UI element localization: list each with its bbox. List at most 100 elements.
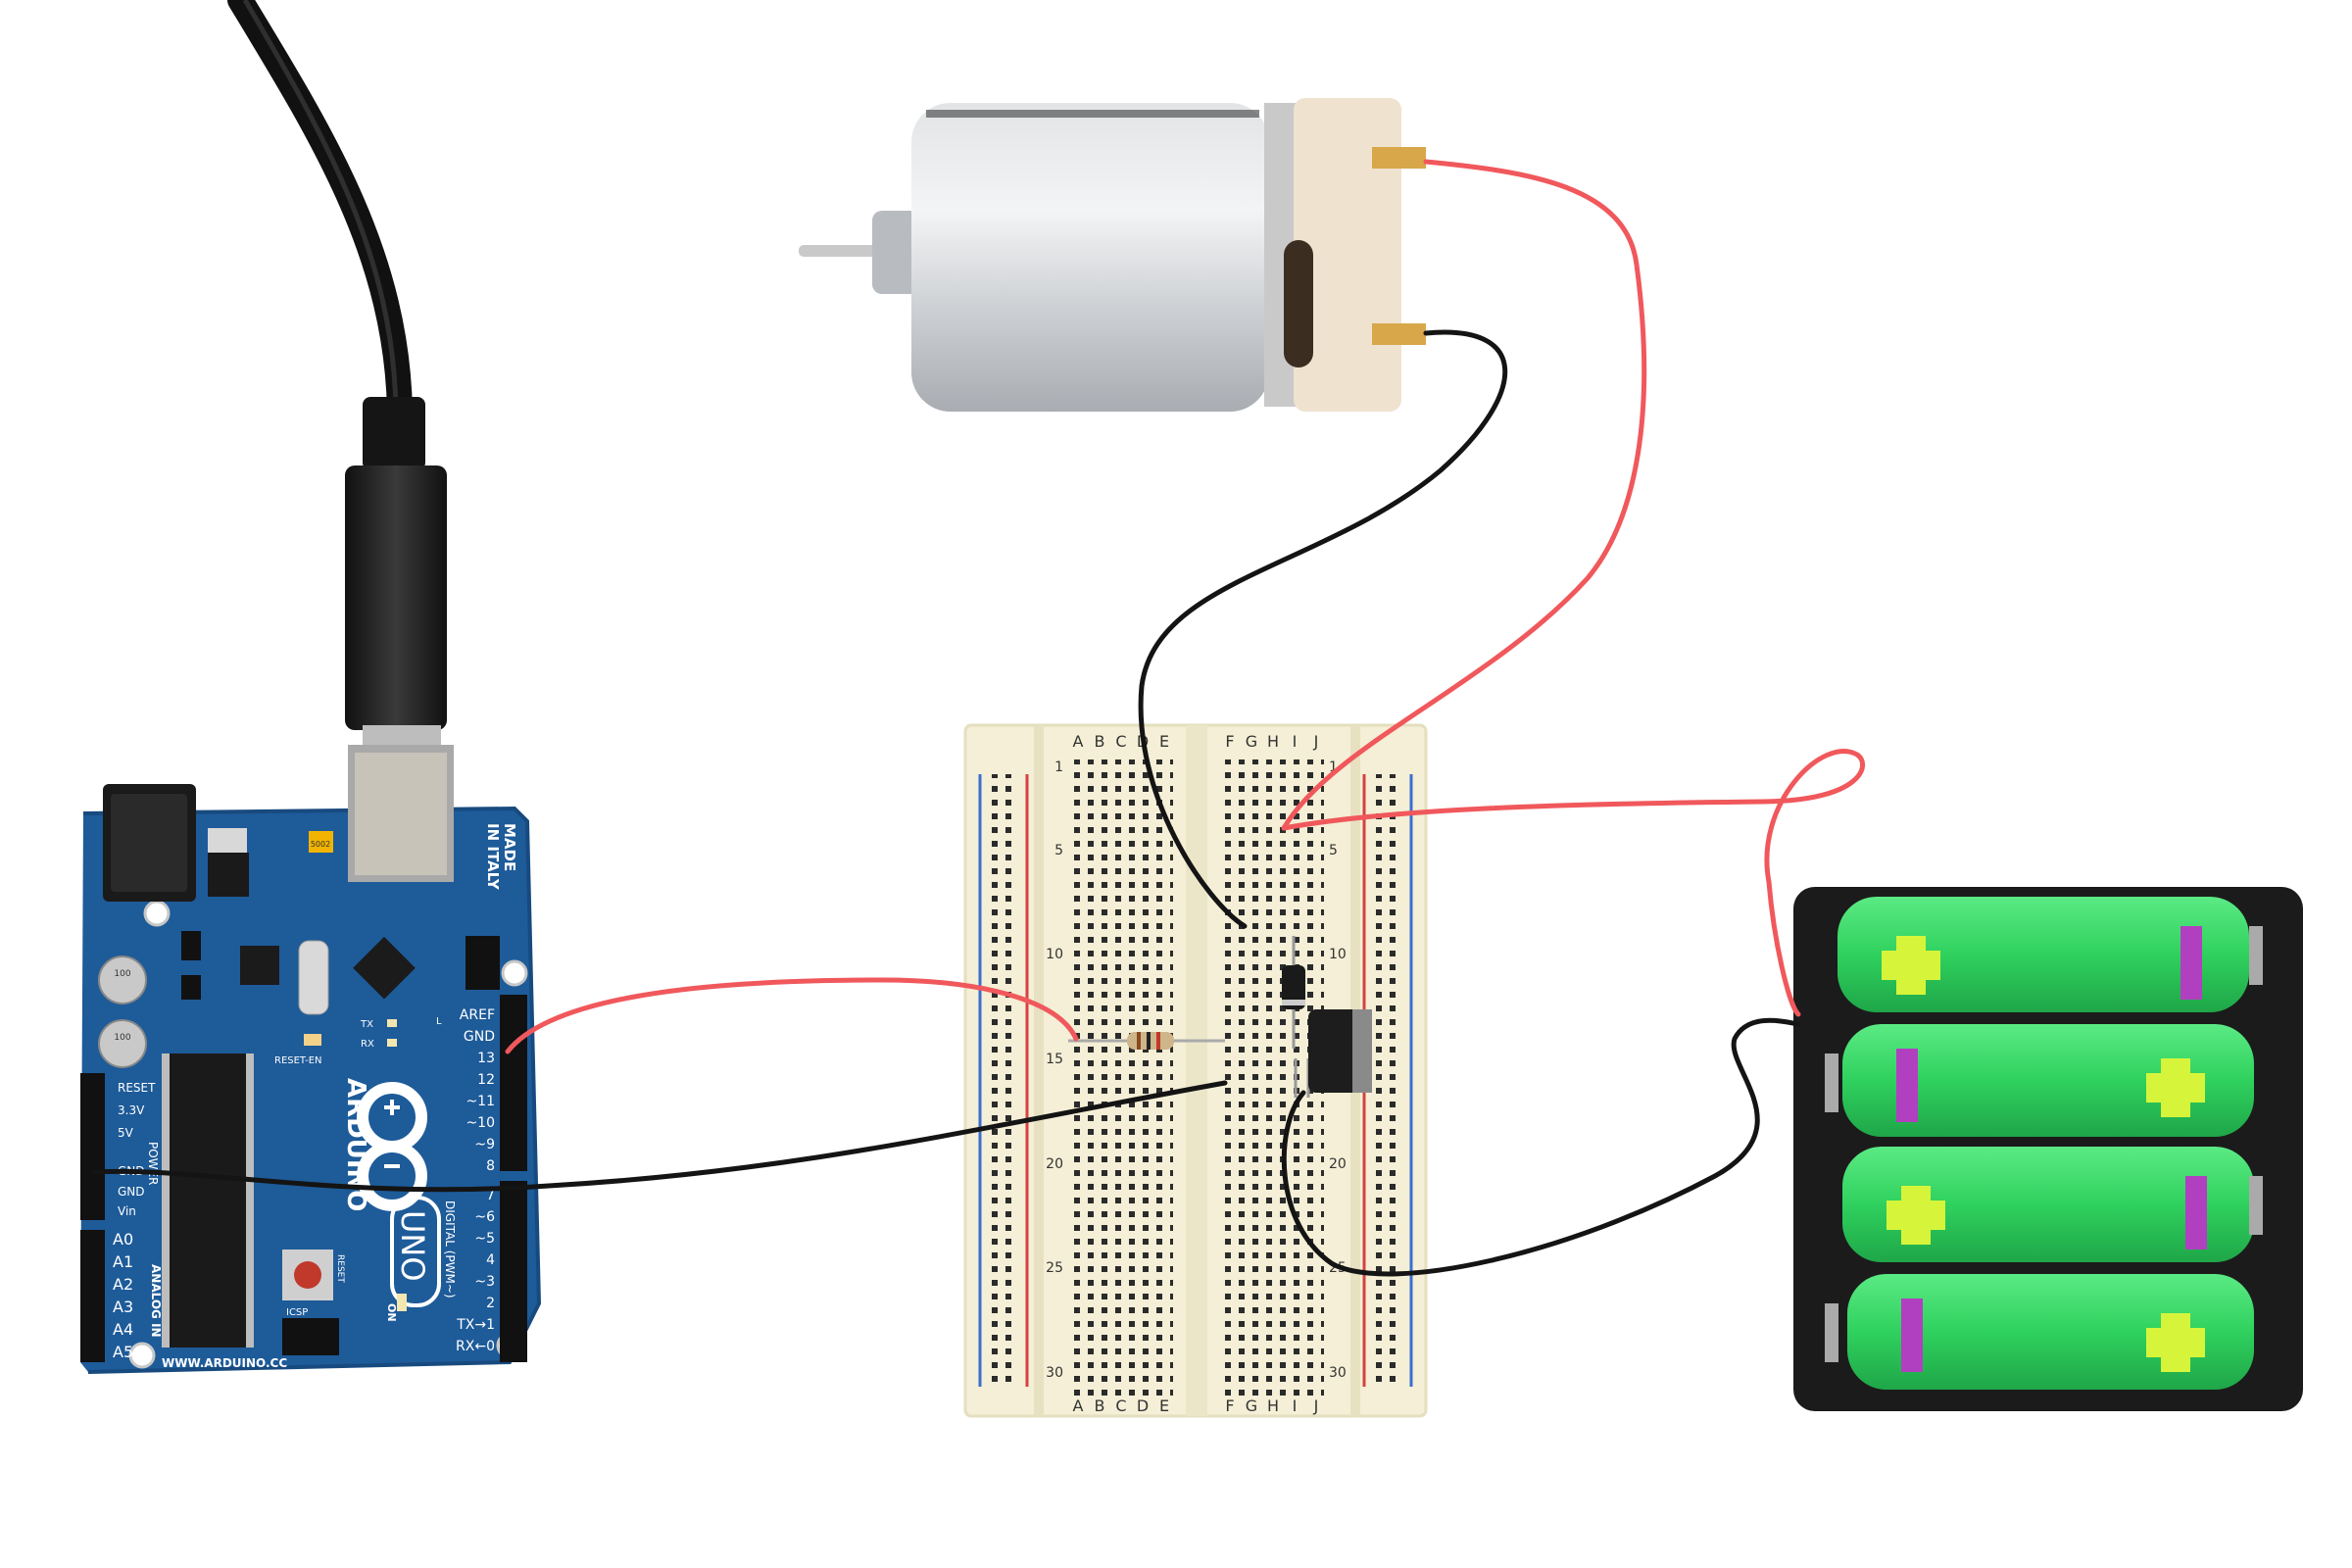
svg-text:H: H [1267,1396,1279,1415]
svg-text:~6: ~6 [474,1209,495,1225]
svg-text:A4: A4 [113,1320,133,1339]
svg-text:25: 25 [1046,1260,1063,1276]
svg-text:G: G [1246,1396,1257,1415]
regulator [208,853,249,897]
svg-text:C: C [1115,732,1126,751]
svg-text:A2: A2 [113,1275,133,1294]
digital-header-high [500,995,527,1171]
svg-text:RESET: RESET [118,1081,156,1095]
svg-text:10: 10 [1329,947,1347,962]
svg-text:7: 7 [486,1188,495,1203]
svg-text:RX←0: RX←0 [456,1339,495,1354]
icsp-header [282,1318,339,1355]
mount-hole [501,959,528,987]
svg-text:~3: ~3 [474,1274,495,1290]
made-in-label-2: IN ITALY [484,823,502,891]
svg-text:100: 100 [114,1033,130,1043]
atmega328-chip [162,1054,254,1348]
rx-led [387,1039,397,1047]
svg-text:30: 30 [1329,1365,1347,1381]
svg-text:20: 20 [1329,1156,1347,1172]
svg-text:J: J [1313,1396,1319,1415]
motor-vent [1284,240,1313,368]
wire-black-gnd [90,1080,1228,1193]
analog-section-label: ANALOG IN [149,1264,163,1338]
transistor [1294,1009,1372,1098]
svg-text:~5: ~5 [474,1231,495,1247]
svg-text:TX→1: TX→1 [456,1317,495,1333]
diode [1282,936,1305,1049]
svg-text:UNO: UNO [394,1210,431,1282]
svg-text:12: 12 [477,1072,495,1088]
resistor [1068,1032,1225,1050]
motor-terminal-top [1372,147,1426,169]
capacitor: 100 [98,1019,147,1068]
usb-strain-relief [363,397,425,470]
mount-hole [128,1342,156,1369]
on-led [397,1294,407,1311]
usb-b-port [348,745,454,882]
wires [90,159,1866,1277]
regulator-tab [208,828,247,853]
svg-text:B: B [1095,732,1105,751]
dc-power-jack [103,784,196,902]
svg-text:30: 30 [1046,1365,1063,1381]
svg-text:RESET: RESET [335,1254,345,1283]
svg-text:AREF: AREF [460,1007,495,1023]
battery-spring [1825,1303,1838,1362]
row-numbers-left: 1 5 10 15 20 25 30 [1046,760,1063,1381]
svg-text:G: G [1246,732,1257,751]
reset-en-jumper [304,1034,321,1046]
svg-text:I: I [1293,732,1298,751]
usb-chip [240,946,279,985]
icsp-header-top [466,936,500,990]
analog-header [80,1230,105,1362]
svg-text:4: 4 [486,1252,495,1268]
minus-icon [1896,1049,1918,1122]
battery-cell [1842,1147,2254,1262]
power-header [80,1073,105,1220]
wire-red-motor [1281,159,1647,831]
dc-motor [799,98,1426,412]
svg-text:D: D [1137,1396,1149,1415]
analog-pin-labels: A0 A1 A2 A3 A4 A5 [113,1230,133,1361]
motor-terminal-bottom [1372,323,1426,345]
motor-shaft [799,245,892,257]
svg-text:2: 2 [486,1296,495,1311]
rail-holes-right [1372,774,1403,1387]
usb-plug [345,466,447,730]
wire-red-battery [1281,749,1866,1017]
brand-label: ARDUINO [341,1078,370,1211]
svg-text:8: 8 [486,1158,495,1174]
svg-text:ICSP: ICSP [286,1307,308,1318]
svg-text:A5: A5 [113,1343,133,1361]
minus-icon [1901,1298,1923,1372]
svg-text:5V: 5V [118,1126,134,1140]
uno-badge: UNO [390,1196,441,1307]
svg-text:I: I [1293,1396,1298,1415]
fuse [309,831,333,853]
svg-text:~10: ~10 [466,1115,495,1131]
battery-spring [1825,1054,1838,1112]
svg-text:H: H [1267,732,1279,751]
battery-pack [1793,887,2303,1411]
svg-text:1: 1 [1329,760,1338,775]
svg-text:5: 5 [1054,843,1063,858]
svg-text:GND: GND [464,1029,495,1045]
svg-text:100: 100 [114,969,130,979]
svg-text:E: E [1159,1396,1169,1415]
svg-text:A: A [1073,732,1084,751]
svg-text:3.3V: 3.3V [118,1103,145,1117]
svg-text:A3: A3 [113,1298,133,1316]
svg-text:A0: A0 [113,1230,133,1249]
minus-icon [2185,1176,2207,1250]
battery-spring [2249,926,2263,985]
svg-text:B: B [1095,1396,1105,1415]
svg-text:J: J [1313,732,1319,751]
svg-text:Vin: Vin [118,1204,136,1218]
wire-black-battery [1281,1017,1801,1277]
svg-text:10: 10 [1046,947,1063,962]
battery-cell [1838,897,2249,1012]
chip-label: 5002 [311,840,330,849]
